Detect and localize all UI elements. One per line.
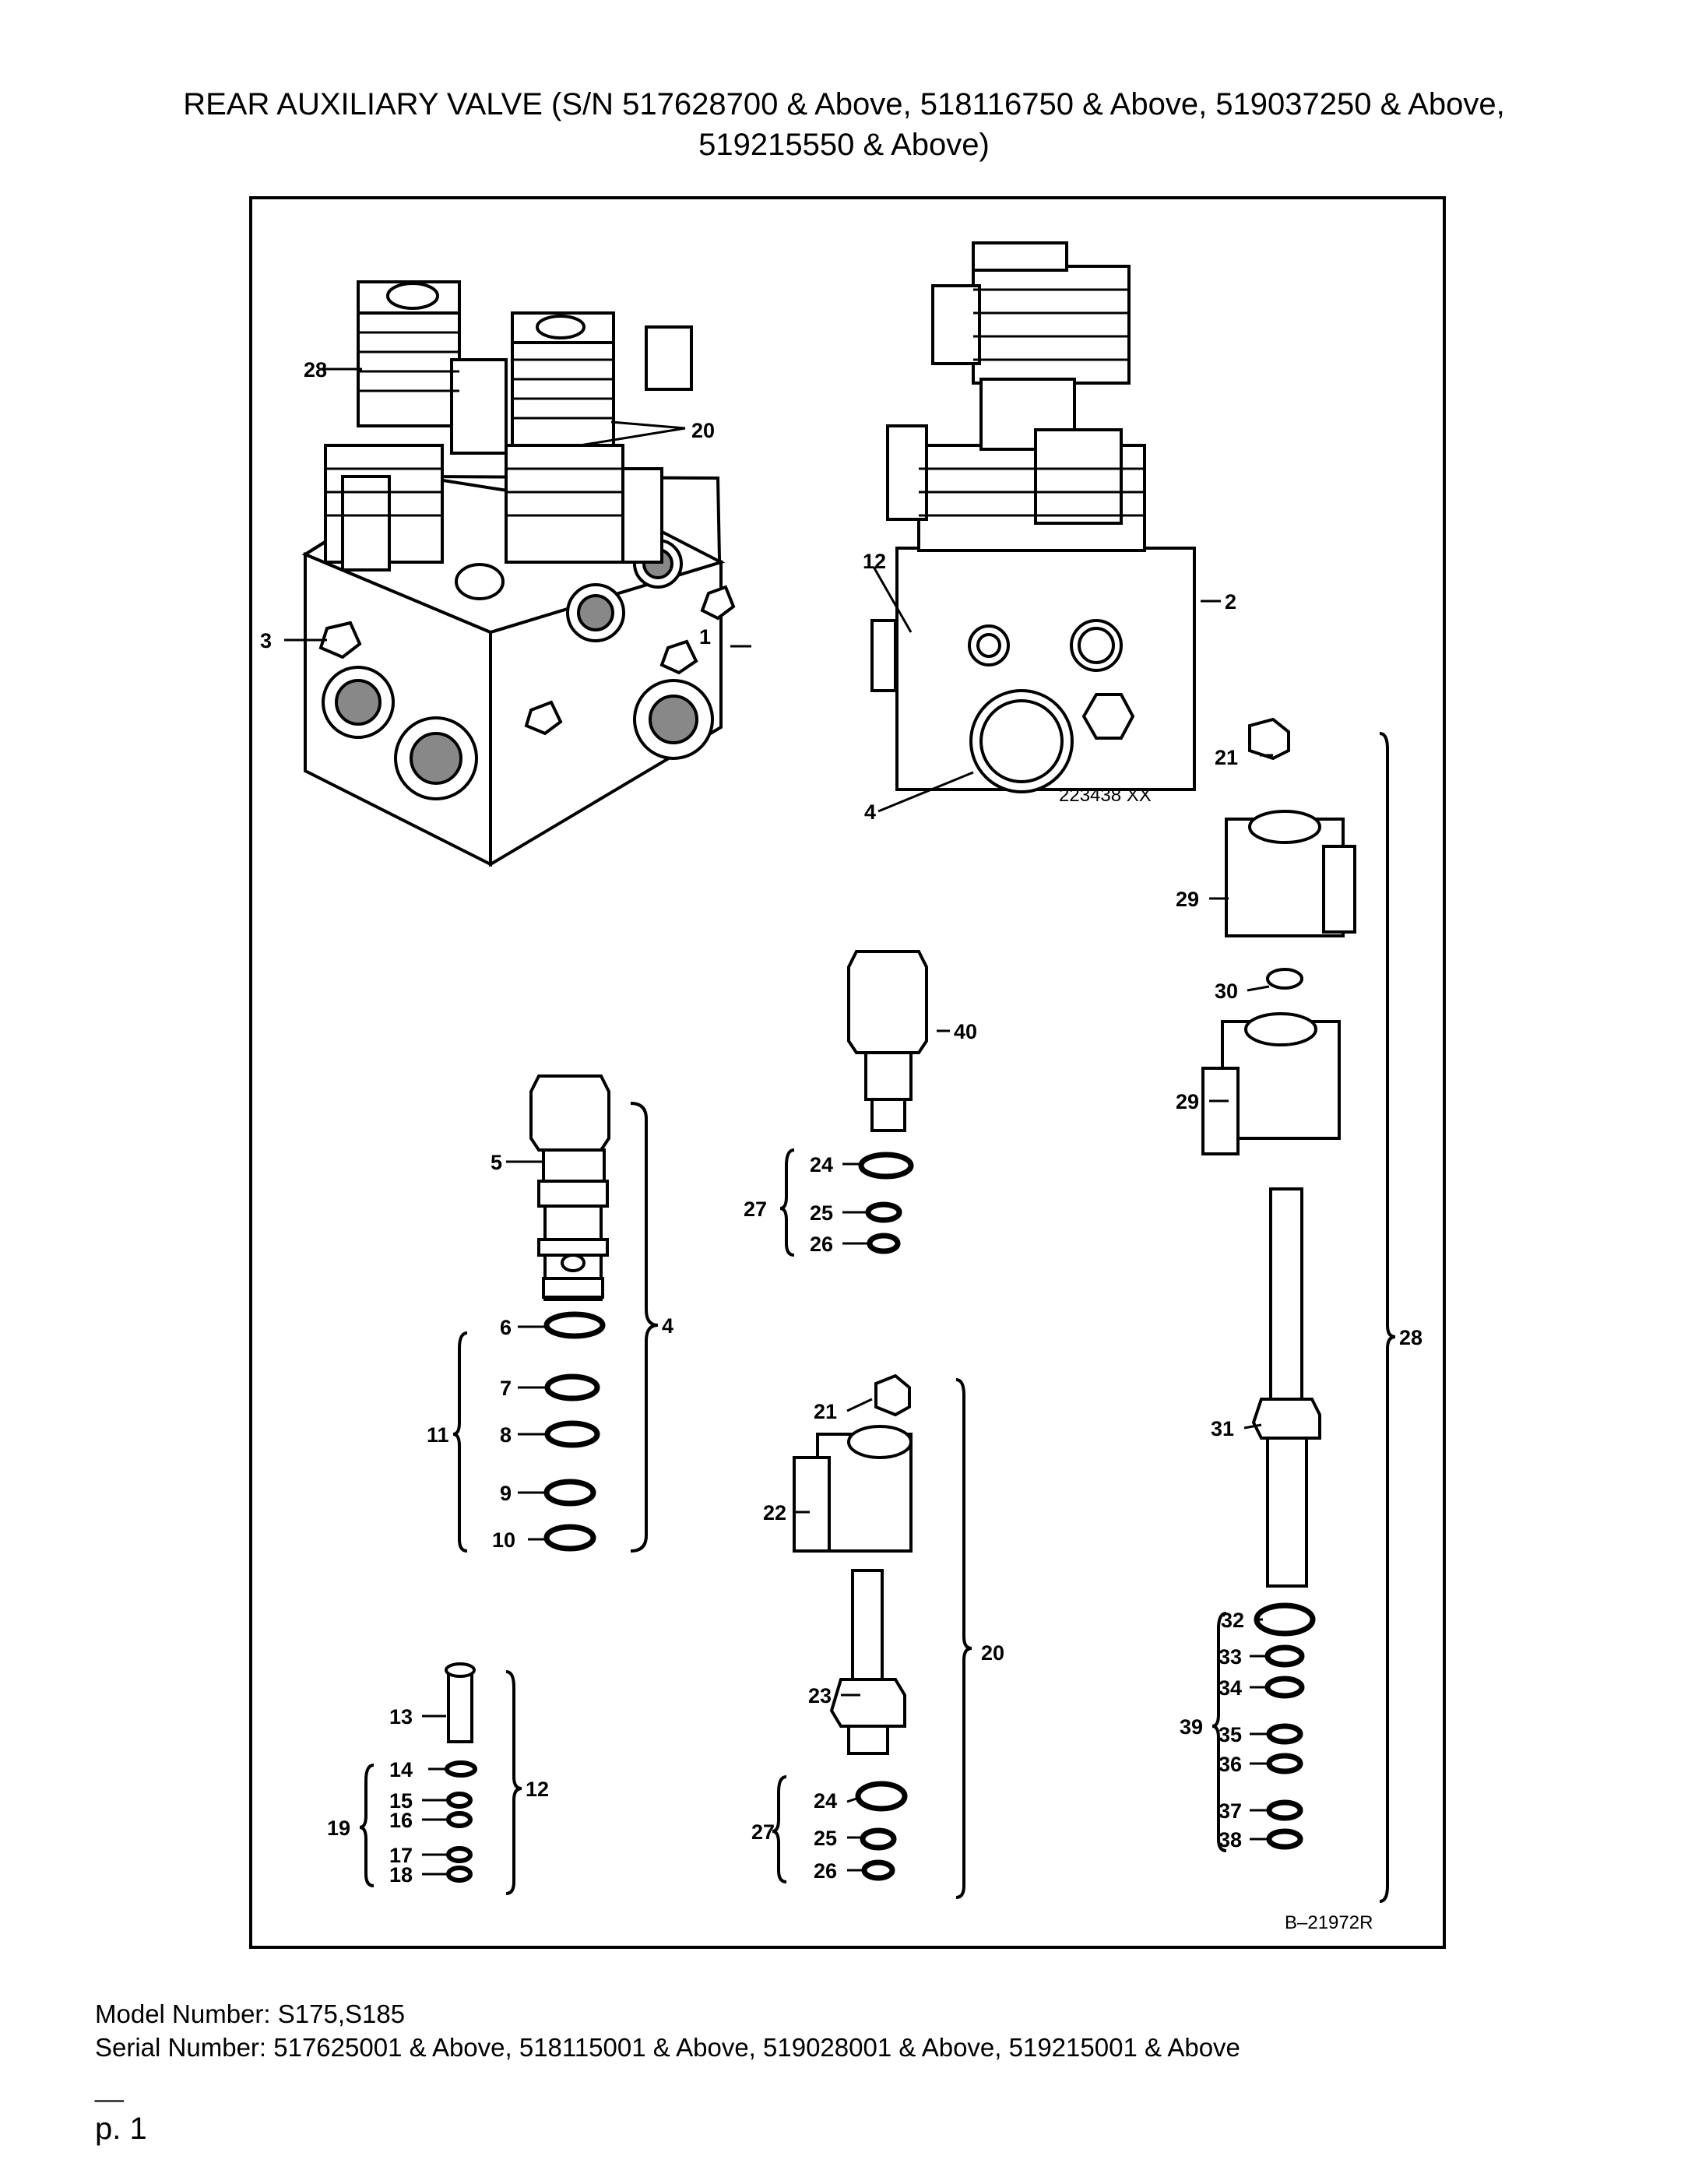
cartridge-40: [847, 950, 928, 1132]
parts-diagram-svg: 223438 XX: [249, 196, 1446, 1949]
callout-27-top: 27: [744, 1198, 767, 1221]
parts-diagram: 223438 XX: [249, 196, 1447, 1950]
page-title: REAR AUXILIARY VALVE (S/N 517628700 & Ab…: [0, 84, 1688, 165]
callout-20-group: 20: [981, 1641, 1004, 1665]
callout-26-bottom: 26: [814, 1859, 837, 1883]
callout-labels: 1 2 3 4 4 5 6 7 8 9 10 11 12 12 13 14 15…: [260, 358, 1422, 1887]
callout-2: 2: [1225, 590, 1236, 614]
callout-33: 33: [1219, 1645, 1242, 1669]
relief-valve-cartridge: [529, 1074, 610, 1301]
callout-1: 1: [699, 625, 711, 649]
model-number: Model Number: S175,S185: [95, 1999, 406, 2028]
callout-9: 9: [500, 1482, 512, 1505]
o-rings-group-27-top: [858, 1152, 914, 1254]
callout-14: 14: [389, 1758, 413, 1781]
o-rings-group-39: [1254, 1602, 1316, 1850]
title-line-2: 519215550 & Above): [698, 128, 990, 162]
callout-3: 3: [260, 629, 272, 652]
callout-5: 5: [491, 1151, 502, 1174]
callout-21-center: 21: [814, 1400, 837, 1423]
callout-40: 40: [954, 1020, 977, 1043]
callout-27-bottom: 27: [751, 1820, 775, 1844]
solenoid-assembly-20: [793, 1373, 913, 1755]
block-part-number: 223438 XX: [1059, 785, 1152, 806]
callout-4-group: 4: [662, 1314, 673, 1338]
callout-25-bottom: 25: [814, 1827, 837, 1850]
callout-12-block: 12: [863, 550, 886, 573]
callout-17: 17: [389, 1844, 413, 1867]
callout-23: 23: [808, 1684, 832, 1707]
solenoid-valve-28: [1201, 717, 1356, 1588]
callout-22: 22: [763, 1501, 786, 1525]
orifice-cartridge-12: [445, 1662, 476, 1743]
callout-15: 15: [389, 1789, 413, 1813]
callout-6: 6: [500, 1316, 512, 1339]
callout-16: 16: [389, 1809, 413, 1832]
callout-37: 37: [1219, 1799, 1242, 1823]
drawing-code: B–21972R: [1285, 1912, 1373, 1933]
callout-30: 30: [1215, 979, 1238, 1003]
callout-34: 34: [1219, 1676, 1242, 1700]
callout-4-block: 4: [864, 800, 876, 824]
callout-28-group: 28: [1399, 1326, 1422, 1349]
callout-29-upper: 29: [1176, 888, 1199, 911]
callout-25-top: 25: [810, 1201, 833, 1225]
serial-number: Serial Number: 517625001 & Above, 518115…: [95, 2033, 1240, 2062]
callout-13: 13: [389, 1705, 413, 1729]
callout-20-block: 20: [691, 419, 715, 442]
group-brackets: [359, 732, 1396, 1903]
o-rings-group-19: [445, 1760, 477, 1883]
callout-12-group: 12: [526, 1778, 549, 1801]
callout-39: 39: [1180, 1715, 1203, 1739]
callout-7: 7: [500, 1377, 512, 1400]
callout-35: 35: [1219, 1723, 1242, 1746]
leader-lines: [284, 368, 1273, 1876]
callout-24-top: 24: [810, 1153, 833, 1176]
callout-8: 8: [500, 1423, 512, 1447]
callout-32: 32: [1221, 1609, 1244, 1632]
o-rings-group-27-bottom: [855, 1781, 908, 1881]
page-separator: __: [95, 2073, 124, 2102]
callout-31: 31: [1211, 1417, 1234, 1440]
callout-38: 38: [1219, 1828, 1242, 1852]
callout-29-lower: 29: [1176, 1090, 1199, 1113]
coil-fins-left: [325, 331, 623, 517]
callout-11: 11: [427, 1423, 449, 1447]
valve-block-assembly: [301, 280, 736, 867]
callout-28-block: 28: [304, 358, 327, 382]
footer-info: Model Number: S175,S185 Serial Number: 5…: [95, 1997, 1240, 2064]
callout-24-bottom: 24: [814, 1789, 837, 1813]
callout-19: 19: [327, 1816, 350, 1840]
diagram-frame: [249, 196, 1446, 1949]
title-line-1: REAR AUXILIARY VALVE (S/N 517628700 & Ab…: [183, 87, 1505, 121]
coil-fins-right: [919, 288, 1145, 517]
callout-36: 36: [1219, 1753, 1242, 1776]
page-number: p. 1: [95, 2112, 147, 2146]
callout-21-right: 21: [1215, 746, 1238, 769]
o-rings-group-11: [543, 1311, 606, 1552]
callout-26-top: 26: [810, 1233, 833, 1256]
callout-18: 18: [389, 1863, 413, 1887]
valve-block-front-view: [870, 241, 1196, 793]
callout-10: 10: [492, 1528, 515, 1552]
